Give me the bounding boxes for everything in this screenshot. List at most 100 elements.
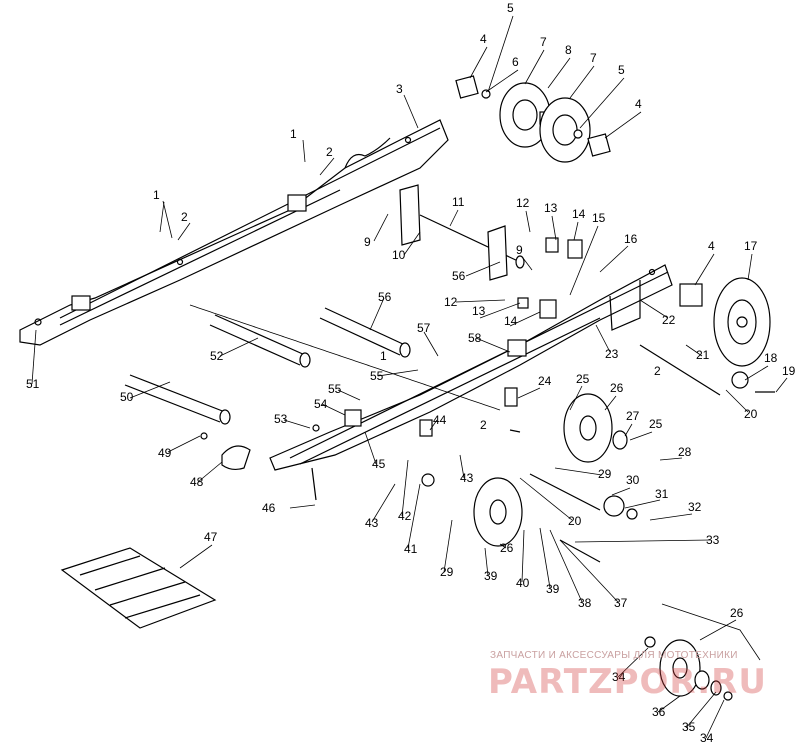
callout-17: 17 xyxy=(744,239,758,253)
callout-48: 48 xyxy=(190,475,204,489)
leader-line xyxy=(725,389,749,413)
callout-1: 1 xyxy=(380,349,387,363)
leader-line xyxy=(539,527,551,589)
cross-shafts xyxy=(124,214,525,425)
leader-line xyxy=(321,403,346,416)
callout-47: 47 xyxy=(204,530,218,544)
leader-line xyxy=(573,221,579,241)
callout-13: 13 xyxy=(544,201,558,215)
callout-44: 44 xyxy=(433,413,447,427)
leader-line xyxy=(517,387,541,399)
callout-2: 2 xyxy=(480,418,487,432)
callout-32: 32 xyxy=(688,500,702,514)
callout-41: 41 xyxy=(404,542,418,556)
leader-line xyxy=(455,299,506,303)
callout-55: 55 xyxy=(370,369,384,383)
callout-9: 9 xyxy=(364,235,371,249)
leader-line xyxy=(521,529,525,583)
leader-line xyxy=(705,699,725,739)
leader-line xyxy=(611,487,631,496)
callout-16: 16 xyxy=(624,232,638,246)
rear-idler-wheel xyxy=(639,277,775,396)
callout-51: 51 xyxy=(26,377,40,391)
leader-line xyxy=(747,253,753,281)
leader-line xyxy=(685,691,717,729)
callout-38: 38 xyxy=(578,596,592,610)
callout-5: 5 xyxy=(618,63,625,77)
callout-34: 34 xyxy=(612,670,626,684)
leader-line xyxy=(302,139,306,163)
leader-line xyxy=(449,209,459,227)
callout-7: 7 xyxy=(540,35,547,49)
leader-line xyxy=(649,513,693,521)
leader-line xyxy=(522,257,533,271)
leader-line xyxy=(744,365,769,381)
callout-58: 58 xyxy=(468,331,482,345)
callout-42: 42 xyxy=(398,509,412,523)
leader-line xyxy=(569,65,595,99)
callout-23: 23 xyxy=(605,347,619,361)
leader-line xyxy=(579,77,625,129)
leader-line xyxy=(699,619,737,641)
leader-line xyxy=(197,461,223,483)
callout-4: 4 xyxy=(635,97,642,111)
leader-line xyxy=(403,231,421,256)
callout-21: 21 xyxy=(696,348,710,362)
callout-40: 40 xyxy=(516,576,530,590)
callout-29: 29 xyxy=(440,565,454,579)
callout-11: 11 xyxy=(452,195,465,209)
leader-line xyxy=(159,201,165,233)
callout-9: 9 xyxy=(516,243,523,257)
leader-line xyxy=(574,539,711,543)
callout-4: 4 xyxy=(480,32,487,46)
leader-line xyxy=(364,431,377,465)
callout-26: 26 xyxy=(610,381,624,395)
leader-line xyxy=(337,389,361,401)
callout-2: 2 xyxy=(654,364,661,378)
leader-line xyxy=(289,504,316,509)
callout-10: 10 xyxy=(392,248,406,262)
callout-12: 12 xyxy=(516,196,530,210)
callout-39: 39 xyxy=(546,582,560,596)
callout-6: 6 xyxy=(512,55,519,69)
callout-1: 1 xyxy=(290,127,297,141)
callout-3: 3 xyxy=(396,82,403,96)
leader-line xyxy=(465,261,501,277)
leader-line xyxy=(479,302,521,319)
leader-line xyxy=(569,385,583,411)
leader-line xyxy=(443,519,453,573)
callout-15: 15 xyxy=(592,211,606,225)
skid-bracket xyxy=(60,547,217,629)
leader-line xyxy=(639,299,669,319)
callout-43: 43 xyxy=(460,471,474,485)
callout-46: 46 xyxy=(262,501,276,515)
leader-line xyxy=(549,529,583,603)
watermark-caption: ЗАПЧАСТИ И АКСЕССУАРЫ ДЛЯ МОТОТЕХНИКИ xyxy=(490,650,738,661)
leader-line xyxy=(377,369,419,377)
leader-line xyxy=(179,544,213,569)
callout-2: 2 xyxy=(181,210,188,224)
leader-line xyxy=(551,215,557,241)
callout-28: 28 xyxy=(678,445,692,459)
leader-line xyxy=(617,647,649,678)
leader-line xyxy=(604,395,617,411)
callout-43: 43 xyxy=(365,516,379,530)
callout-12: 12 xyxy=(444,295,458,309)
upper-idler-wheels xyxy=(455,75,611,163)
callout-20: 20 xyxy=(744,407,758,421)
callout-20: 20 xyxy=(568,514,582,528)
callout-36: 36 xyxy=(652,705,666,719)
callout-5: 5 xyxy=(507,1,514,15)
callout-27: 27 xyxy=(626,409,640,423)
leader-line xyxy=(129,381,171,399)
callout-33: 33 xyxy=(706,533,720,547)
callout-22: 22 xyxy=(662,313,676,327)
callout-30: 30 xyxy=(626,473,640,487)
callout-39: 39 xyxy=(484,569,498,583)
brackets xyxy=(399,184,583,319)
leader-line xyxy=(485,69,519,93)
leader-lines xyxy=(31,15,788,739)
leader-line xyxy=(487,15,514,93)
callout-19: 19 xyxy=(782,364,796,378)
